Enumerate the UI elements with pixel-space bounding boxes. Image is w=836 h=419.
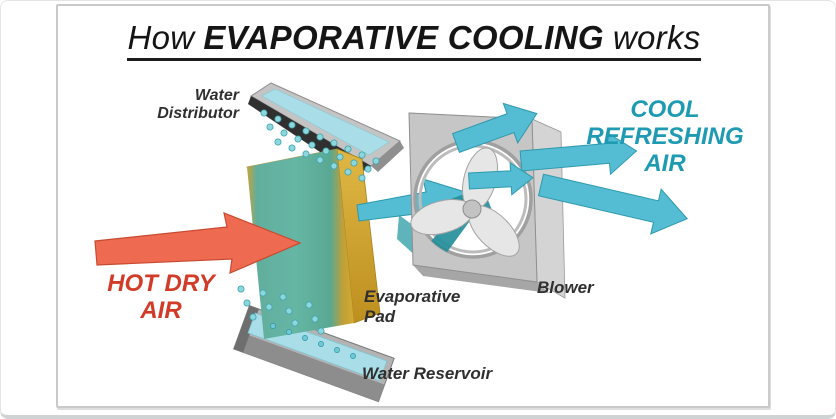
- evaporative-pad-graphic: [245, 148, 381, 339]
- cool-air-output-arrows: [451, 102, 688, 235]
- title-suffix: works: [612, 19, 701, 56]
- blower-fan-graphic: [408, 112, 566, 299]
- blower-label: Blower: [537, 278, 594, 297]
- cool-refreshing-air-label: COOL REFRESHING AIR: [586, 96, 744, 177]
- title-emphasis: EVAPORATIVE COOLING: [203, 19, 604, 56]
- water-reservoir-label: Water Reservoir: [362, 364, 493, 383]
- hot-air-arrow: [94, 212, 302, 274]
- evaporative-pad-label: Evaporative Pad: [364, 287, 461, 326]
- title-prefix: How: [127, 19, 195, 56]
- water-distributor-label: Water Distributor: [157, 87, 239, 123]
- hot-dry-air-label: HOT DRY AIR: [107, 270, 215, 324]
